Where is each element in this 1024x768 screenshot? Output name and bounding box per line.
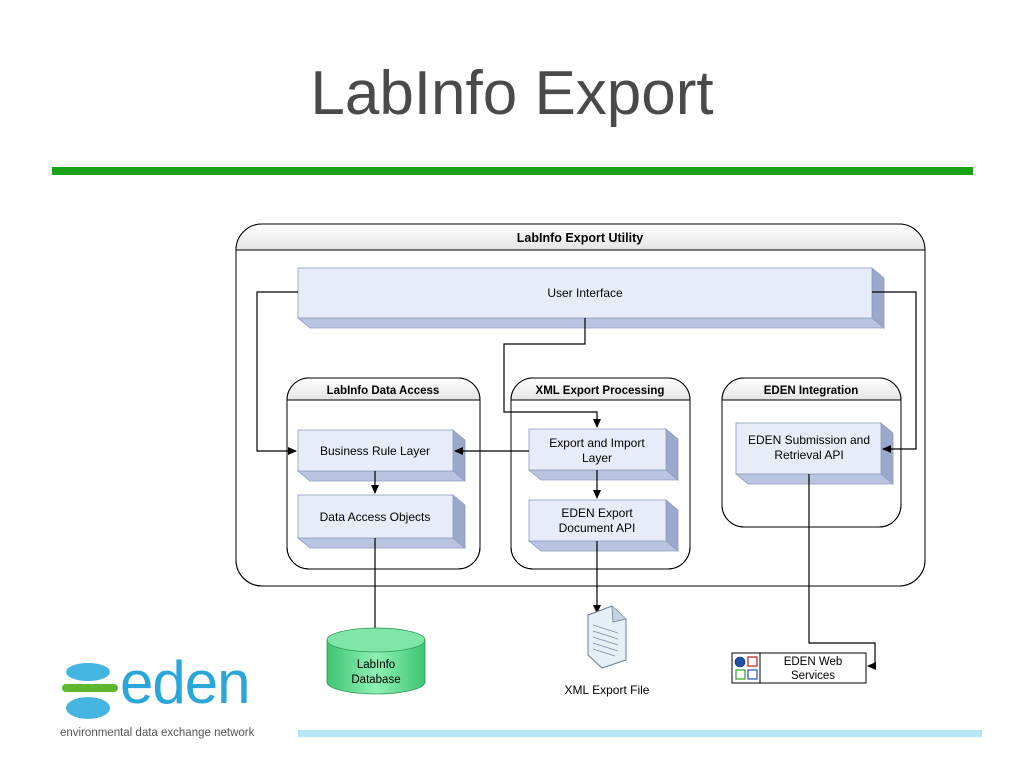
eden-wordmark: eden [120, 649, 250, 716]
container-title: LabInfo Export Utility [517, 231, 643, 245]
export-document-label-line2: Document API [559, 521, 636, 535]
database-label-line1: LabInfo [357, 659, 395, 671]
ui-to-submission-arrow [872, 291, 917, 453]
eden-logo-mark [62, 663, 118, 719]
submission-label-line2: Retrieval API [774, 448, 843, 462]
labinfo-database-cylinder: LabInfo Database [326, 627, 426, 695]
ui-to-export-import-arrow [503, 318, 601, 428]
data-access-title: LabInfo Data Access [327, 385, 440, 397]
globe-icon [734, 656, 746, 668]
document-icon [587, 605, 627, 669]
data-access-objects-label: Data Access Objects [320, 510, 431, 524]
export-import-label-line2: Layer [582, 451, 612, 465]
data-access-objects-box: Data Access Objects [296, 494, 467, 549]
business-rule-layer-label: Business Rule Layer [320, 444, 430, 458]
user-interface-label: User Interface [547, 286, 623, 300]
title-divider [52, 167, 973, 175]
export-document-api-box: EDEN Export Document API [527, 499, 680, 552]
web-services-node: EDEN Web Services [731, 652, 867, 684]
submission-retrieval-api-box: EDEN Submission and Retrieval API [734, 422, 895, 485]
eden-integration-title: EDEN Integration [764, 385, 859, 397]
business-rule-layer-box: Business Rule Layer [296, 429, 467, 482]
slide-title: LabInfo Export [310, 59, 714, 128]
eden-logo: eden environmental data exchange network [58, 649, 298, 742]
database-label-line2: Database [351, 674, 400, 686]
submission-to-web-services-arrow [808, 474, 876, 670]
ui-to-business-rule-arrow [256, 291, 298, 455]
web-services-label-line1: EDEN Web [784, 656, 843, 668]
export-import-layer-box: Export and Import Layer [527, 428, 680, 481]
export-document-label-line1: EDEN Export [561, 506, 633, 520]
web-services-label-line2: Services [791, 670, 835, 682]
connectors [256, 291, 917, 670]
submission-label-line1: EDEN Submission and [748, 433, 870, 447]
user-interface-box: User Interface [296, 267, 886, 329]
xml-export-file-label: XML Export File [565, 683, 650, 697]
eden-tagline: environmental data exchange network [60, 727, 255, 739]
xml-processing-title: XML Export Processing [536, 385, 665, 397]
export-import-label-line1: Export and Import [549, 436, 645, 450]
footer-divider [298, 730, 982, 737]
